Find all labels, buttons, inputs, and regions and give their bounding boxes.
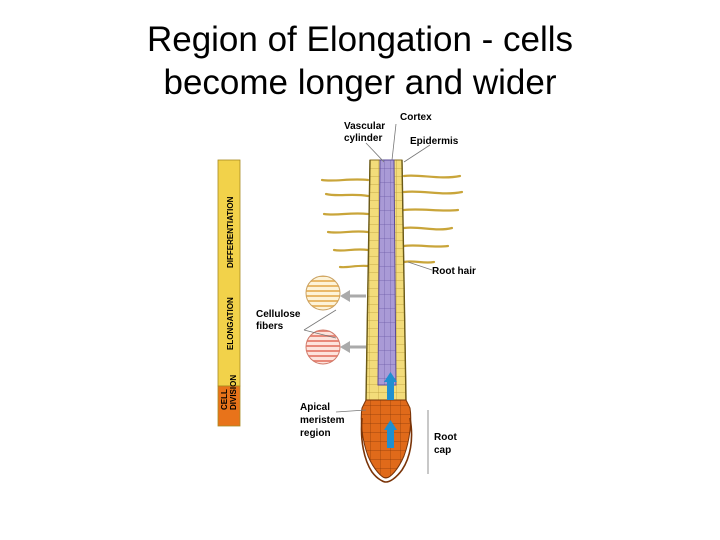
label-vascular-1: Vascular: [344, 121, 385, 132]
vascular-cylinder: [377, 159, 397, 386]
label-epidermis: Epidermis: [410, 136, 459, 147]
label-cellulose-1: Cellulose: [256, 309, 301, 320]
zone-label-elongation: ELONGATION: [226, 297, 235, 350]
growth-arrow-upper-head: [384, 372, 397, 382]
leader-lines: [303, 123, 433, 474]
label-apical-1: Apical: [300, 402, 330, 413]
label-cortex: Cortex: [400, 112, 432, 123]
zone-label-division: DIVISION: [229, 375, 238, 410]
root-hairs: [320, 174, 464, 269]
label-apical-3: region: [300, 428, 331, 439]
label-root-cap-2: cap: [434, 445, 451, 456]
diagram-labels: Cortex Vascular cylinder Epidermis Root …: [256, 112, 476, 456]
slide-title: Region of Elongation - cells become long…: [0, 18, 720, 104]
epidermis-left: [365, 159, 371, 401]
label-apical-2: meristem: [300, 415, 345, 426]
root-body: [360, 159, 413, 483]
fiber-arrow-1-head: [340, 290, 350, 302]
fiber-circle-yellow: [305, 275, 341, 311]
title-line-2: become longer and wider: [163, 63, 557, 102]
label-vascular-2: cylinder: [344, 133, 382, 144]
cellulose-fibers: [305, 275, 366, 365]
label-root-cap-1: Root: [434, 432, 457, 443]
label-root-hair: Root hair: [432, 266, 476, 277]
zone-bar: DIFFERENTIATION ELONGATION CELL DIVISION: [217, 159, 241, 427]
zone-bar-orange: [217, 385, 241, 427]
title-line-1: Region of Elongation - cells: [146, 20, 574, 59]
zone-label-differentiation: DIFFERENTIATION: [226, 196, 235, 268]
root-cap: [360, 417, 413, 483]
label-cellulose-2: fibers: [256, 321, 284, 332]
apical-meristem: [360, 399, 412, 479]
epidermis-right: [401, 159, 407, 401]
growth-arrow-lower-shaft: [387, 428, 394, 448]
growth-arrow-upper-shaft: [387, 380, 394, 400]
growth-arrow-lower-head: [384, 420, 397, 430]
zone-label-cell: CELL: [220, 389, 229, 410]
fiber-arrow-2-head: [340, 341, 350, 353]
zone-bar-yellow: [217, 159, 241, 387]
